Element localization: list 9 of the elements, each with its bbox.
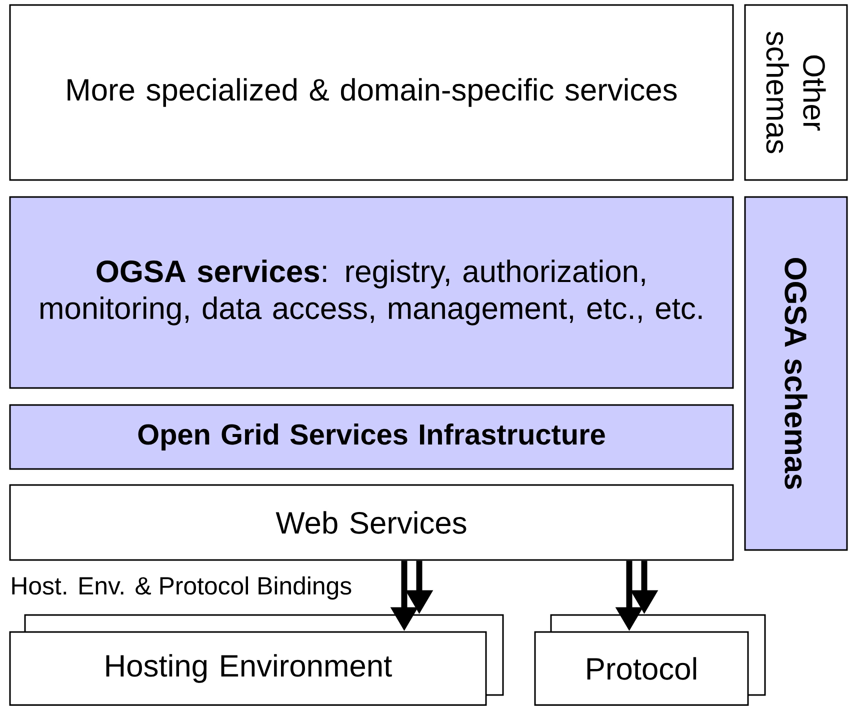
component-box: Hosting Environment	[9, 631, 487, 706]
side-box: OGSA schemas	[744, 196, 848, 551]
caption-text: Host. Env. & Protocol Bindings	[12, 576, 352, 600]
layer-box: Web Services	[9, 484, 734, 561]
layer-box: Open Grid Services Infrastructure	[9, 404, 734, 470]
component-box: Protocol	[534, 631, 749, 706]
layer-box: More specialized & domain-specific services	[9, 4, 734, 181]
side-box: Other schemas	[744, 4, 848, 181]
layer-box: OGSA services: registry, authorization, monitoring, data access, management, etc., etc.	[9, 196, 734, 389]
